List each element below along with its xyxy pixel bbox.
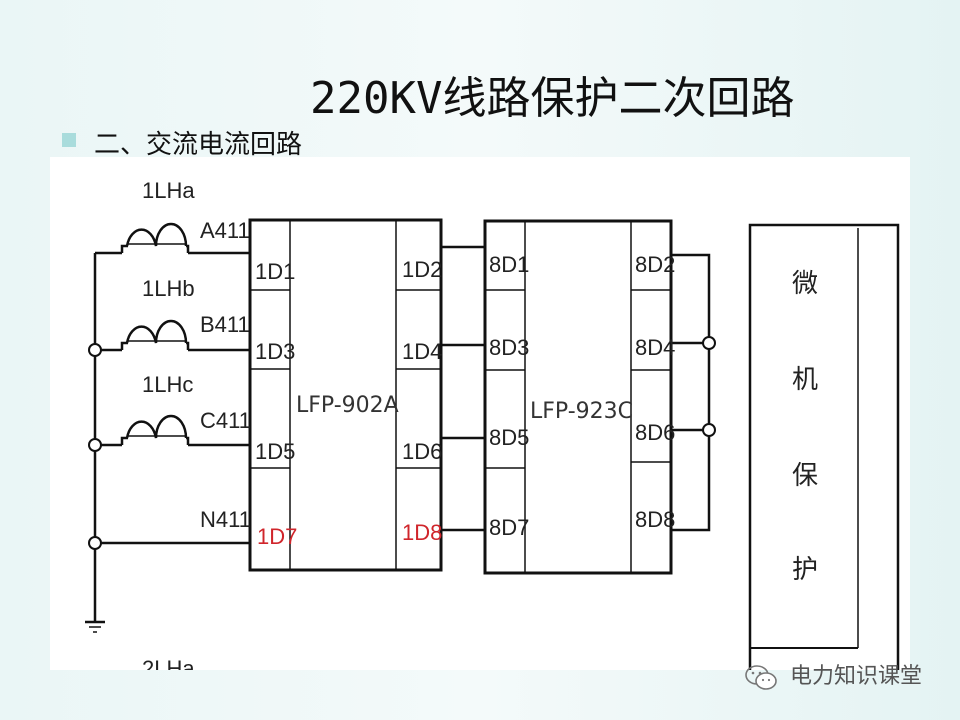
terminal-label: 1D3 — [255, 339, 295, 364]
slide-title: 220KV线路保护二次回路 — [310, 73, 795, 124]
relay-panel-char: 护 — [792, 555, 818, 585]
terminal-label: 8D7 — [489, 515, 529, 540]
wire-label: A411 — [200, 218, 250, 243]
block-name: LFP-902A — [296, 393, 399, 418]
wire-label: C411 — [200, 408, 251, 433]
watermark-text: 电力知识课堂 — [790, 664, 923, 689]
terminal-node — [88, 536, 102, 550]
circuit-svg: 1LHa A411 1LHb B411 1LHc C411 N411 2LHa … — [85, 178, 900, 670]
slide-subtitle: 二、交流电流回路 — [94, 130, 303, 160]
ct-label: 1LHb — [142, 276, 195, 301]
circuit-diagram: 1LHa A411 1LHb B411 1LHc C411 N411 2LHa … — [50, 157, 910, 670]
terminal-label: 1D5 — [255, 439, 295, 464]
wire-label: N411 — [200, 507, 251, 532]
relay-panel-char: 微 — [792, 269, 818, 299]
relay-panel-char: 保 — [792, 461, 818, 491]
terminal-label: 1D8 — [402, 520, 442, 545]
relay-panel — [748, 223, 900, 670]
terminal-node — [88, 438, 102, 452]
relay-panel-char: 机 — [792, 365, 818, 395]
terminal-node — [88, 343, 102, 357]
ct-label: 1LHa — [142, 178, 195, 203]
terminal-label: 1D6 — [402, 439, 442, 464]
terminal-label: 1D4 — [402, 339, 442, 364]
terminal-label: 1D2 — [402, 257, 442, 282]
terminal-label: 8D1 — [489, 252, 529, 277]
ground-icon — [85, 620, 105, 633]
ct-coil-b — [120, 319, 190, 350]
ct-label: 1LHc — [142, 372, 193, 397]
block-name: LFP-923C — [530, 399, 633, 424]
terminal-label: 1D1 — [255, 259, 295, 284]
terminal-label: 8D2 — [635, 252, 675, 277]
terminal-label: 1D7 — [257, 524, 297, 549]
ct-coil-c — [120, 414, 190, 445]
terminal-label: 8D3 — [489, 335, 529, 360]
ct-coil-a — [120, 222, 190, 253]
bullet-square-icon — [62, 133, 76, 147]
ct-label-partial: 2LHa — [142, 656, 195, 670]
terminal-label: 8D6 — [635, 420, 675, 445]
terminal-label: 8D5 — [489, 425, 529, 450]
star-point-wire — [671, 253, 711, 532]
terminal-label: 8D4 — [635, 335, 675, 360]
lfp-923c-block — [483, 219, 673, 575]
terminal-node — [702, 423, 716, 437]
wechat-icon — [745, 665, 777, 690]
terminal-label: 8D8 — [635, 507, 675, 532]
lfp-902a-block — [248, 218, 443, 572]
wire-label: B411 — [200, 312, 250, 337]
terminal-node — [702, 336, 716, 350]
